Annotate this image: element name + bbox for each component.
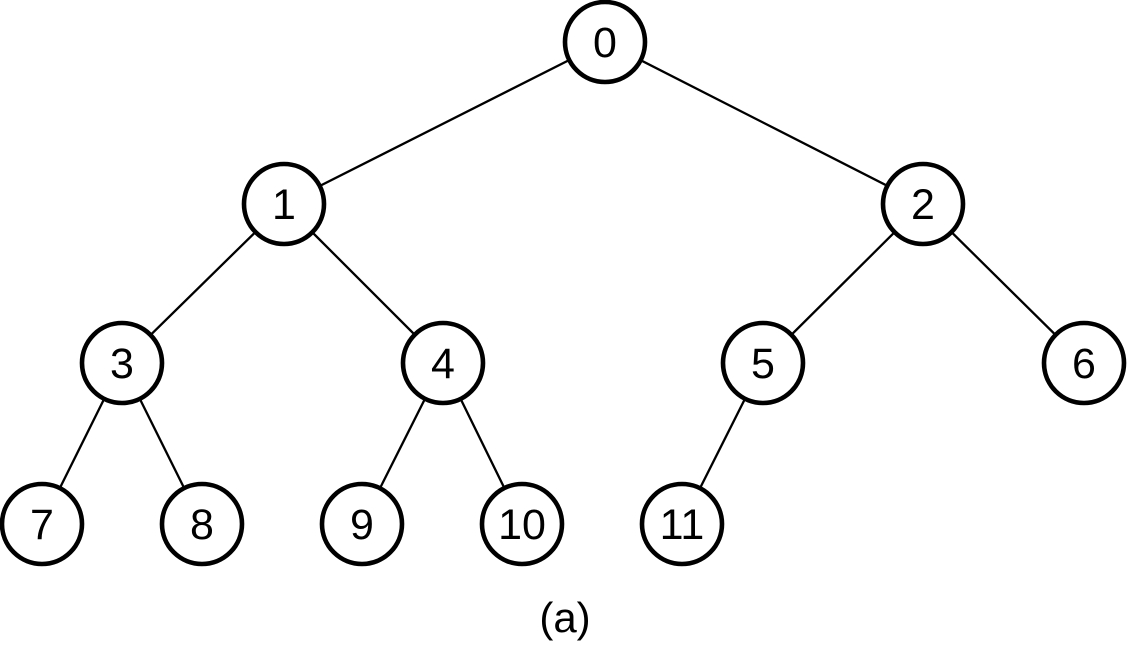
tree-edges-layer [40, 40, 1086, 526]
node-label: 8 [190, 501, 214, 549]
tree-node-9: 9 [319, 481, 405, 567]
tree-node-6: 6 [1041, 320, 1127, 406]
node-label: 3 [110, 340, 134, 388]
node-label: 11 [660, 501, 705, 549]
tree-node-4: 4 [400, 320, 486, 406]
node-circle [720, 320, 806, 406]
node-circle [639, 481, 725, 567]
node-label: 0 [593, 19, 617, 67]
tree-edge-0-2 [603, 40, 925, 206]
node-circle [241, 161, 327, 247]
node-label: 5 [751, 340, 775, 388]
node-label: 1 [272, 181, 296, 229]
node-circle [159, 481, 245, 567]
tree-node-8: 8 [159, 481, 245, 567]
figure-caption: (a) [539, 594, 590, 641]
node-circle [479, 481, 565, 567]
tree-nodes-layer: 0 1 2 3 4 5 6 7 8 9 10 11 [0, 0, 1127, 567]
tree-node-11: 11 [639, 481, 725, 567]
tree-node-5: 5 [720, 320, 806, 406]
node-label: 7 [30, 501, 54, 549]
node-circle [1041, 320, 1127, 406]
tree-node-7: 7 [0, 481, 85, 567]
node-label: 9 [350, 501, 374, 549]
node-circle [880, 161, 966, 247]
node-label: 4 [431, 340, 455, 388]
node-circle [79, 320, 165, 406]
node-circle [400, 320, 486, 406]
tree-node-10: 10 [479, 481, 565, 567]
node-circle [562, 0, 648, 85]
node-circle [0, 481, 85, 567]
tree-node-3: 3 [79, 320, 165, 406]
node-label: 2 [911, 181, 935, 229]
tree-node-2: 2 [880, 161, 966, 247]
tree-node-0: 0 [562, 0, 648, 85]
node-label: 10 [498, 501, 546, 549]
tree-edge-0-1 [282, 40, 607, 206]
node-circle [319, 481, 405, 567]
tree-node-1: 1 [241, 161, 327, 247]
node-label: 6 [1072, 340, 1096, 388]
